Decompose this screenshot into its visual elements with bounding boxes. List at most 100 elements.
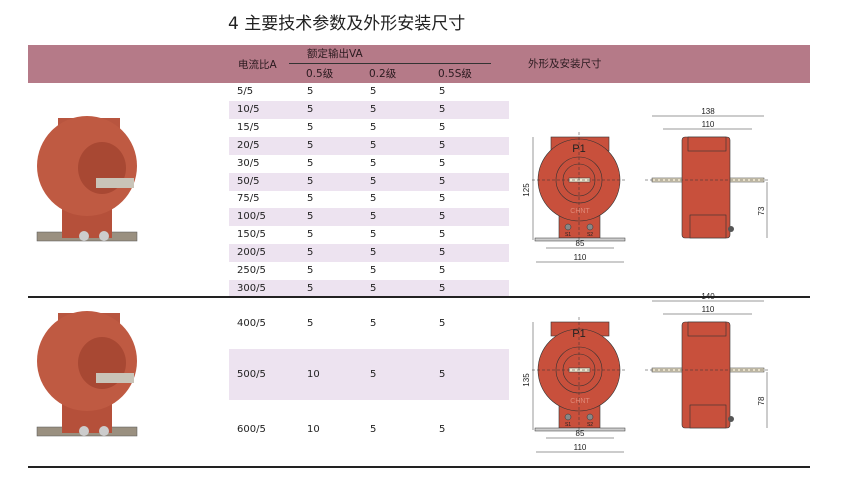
ratio-cell: 10/5 <box>237 103 260 115</box>
table-bottom-line <box>28 466 810 468</box>
header-class-05: 0.5级 <box>306 68 334 80</box>
s1-label: S1 <box>565 232 571 238</box>
section-title: 4 主要技术参数及外形安装尺寸 <box>228 14 466 34</box>
side-outer-dimension: 140 <box>701 292 715 301</box>
terminal-s1 <box>564 223 572 231</box>
side-top-tab <box>687 136 727 152</box>
class-05-cell: 10 <box>307 368 320 380</box>
height-dimension: 135 <box>522 373 531 387</box>
class-02-cell: 5 <box>370 317 377 329</box>
ratio-cell: 30/5 <box>237 157 260 169</box>
class-05-cell: 5 <box>307 210 314 222</box>
class-05-cell: 5 <box>307 317 314 329</box>
ratio-cell: 250/5 <box>237 264 266 276</box>
side-outer-dimension: 138 <box>701 107 715 116</box>
group-divider <box>28 296 810 298</box>
ratio-cell: 500/5 <box>237 368 266 380</box>
terminal-s2 <box>586 223 594 231</box>
class-05s-cell: 5 <box>439 139 446 151</box>
class-05s-cell: 5 <box>439 103 446 115</box>
class-02-cell: 5 <box>370 210 377 222</box>
class-05-cell: 5 <box>307 157 314 169</box>
photo-terminal <box>99 231 109 241</box>
ratio-cell: 100/5 <box>237 210 266 222</box>
class-02-cell: 5 <box>370 192 377 204</box>
class-05s-cell: 5 <box>439 157 446 169</box>
s2-label: S2 <box>587 422 593 428</box>
class-02-cell: 5 <box>370 264 377 276</box>
side-bottom-block <box>689 404 727 429</box>
p1-label: P1 <box>572 143 585 155</box>
class-05s-cell: 5 <box>439 368 446 380</box>
photo-terminal <box>99 426 109 436</box>
base-outer-dimension: 110 <box>574 443 587 452</box>
class-05s-cell: 5 <box>439 210 446 222</box>
class-05-cell: 5 <box>307 192 314 204</box>
photo-terminal <box>79 231 89 241</box>
photo-bar <box>96 178 134 188</box>
photo-terminal <box>79 426 89 436</box>
side-inner-dimension: 110 <box>702 305 715 314</box>
class-05-cell: 5 <box>307 282 314 294</box>
height-dimension: 125 <box>522 183 531 197</box>
header-divider <box>289 63 491 64</box>
class-05-cell: 5 <box>307 121 314 133</box>
class-05s-cell: 5 <box>439 264 446 276</box>
class-02-cell: 5 <box>370 423 377 435</box>
base-plate <box>534 237 626 242</box>
ratio-cell: 150/5 <box>237 228 266 240</box>
base-plate <box>534 427 626 432</box>
header-rated-output: 额定输出VA <box>307 48 363 60</box>
header-dimensions: 外形及安装尺寸 <box>528 58 602 70</box>
header-class-02: 0.2级 <box>369 68 397 80</box>
ratio-cell: 5/5 <box>237 85 254 97</box>
class-05-cell: 5 <box>307 139 314 151</box>
class-05s-cell: 5 <box>439 282 446 294</box>
ratio-cell: 20/5 <box>237 139 260 151</box>
table-row: 100/5 5 5 5 <box>229 208 509 226</box>
photo-bar <box>96 373 134 383</box>
class-05s-cell: 5 <box>439 85 446 97</box>
table-row: 20/5 5 5 5 <box>229 137 509 155</box>
class-02-cell: 5 <box>370 85 377 97</box>
ratio-cell: 50/5 <box>237 175 260 187</box>
side-inner-dimension: 110 <box>702 120 715 129</box>
ratio-cell: 75/5 <box>237 192 260 204</box>
class-05-cell: 5 <box>307 85 314 97</box>
class-02-cell: 5 <box>370 157 377 169</box>
base-inner-dimension: 85 <box>576 429 585 438</box>
s2-label: S2 <box>587 232 593 238</box>
class-05-cell: 5 <box>307 264 314 276</box>
class-02-cell: 5 <box>370 139 377 151</box>
table-row: 5/5 5 5 5 <box>229 83 509 101</box>
ratio-cell: 600/5 <box>237 423 266 435</box>
header-ratio: 电流比A <box>238 59 277 71</box>
class-02-cell: 5 <box>370 175 377 187</box>
table-header <box>28 45 810 83</box>
class-05-cell: 5 <box>307 175 314 187</box>
ratio-cell: 15/5 <box>237 121 260 133</box>
terminal-s2 <box>586 413 594 421</box>
header-class-05s: 0.5S级 <box>438 68 472 80</box>
class-05s-cell: 5 <box>439 121 446 133</box>
class-05-cell: 10 <box>307 423 320 435</box>
base-outer-dimension: 110 <box>574 253 587 262</box>
class-02-cell: 5 <box>370 246 377 258</box>
ratio-cell: 400/5 <box>237 317 266 329</box>
side-height-dimension: 78 <box>757 396 766 405</box>
side-top-tab <box>687 321 727 337</box>
class-02-cell: 5 <box>370 282 377 294</box>
class-05s-cell: 5 <box>439 192 446 204</box>
class-05s-cell: 5 <box>439 246 446 258</box>
class-05s-cell: 5 <box>439 175 446 187</box>
brand-label: CHNT <box>570 208 590 215</box>
table-row: 50/5 5 5 5 <box>229 173 509 191</box>
